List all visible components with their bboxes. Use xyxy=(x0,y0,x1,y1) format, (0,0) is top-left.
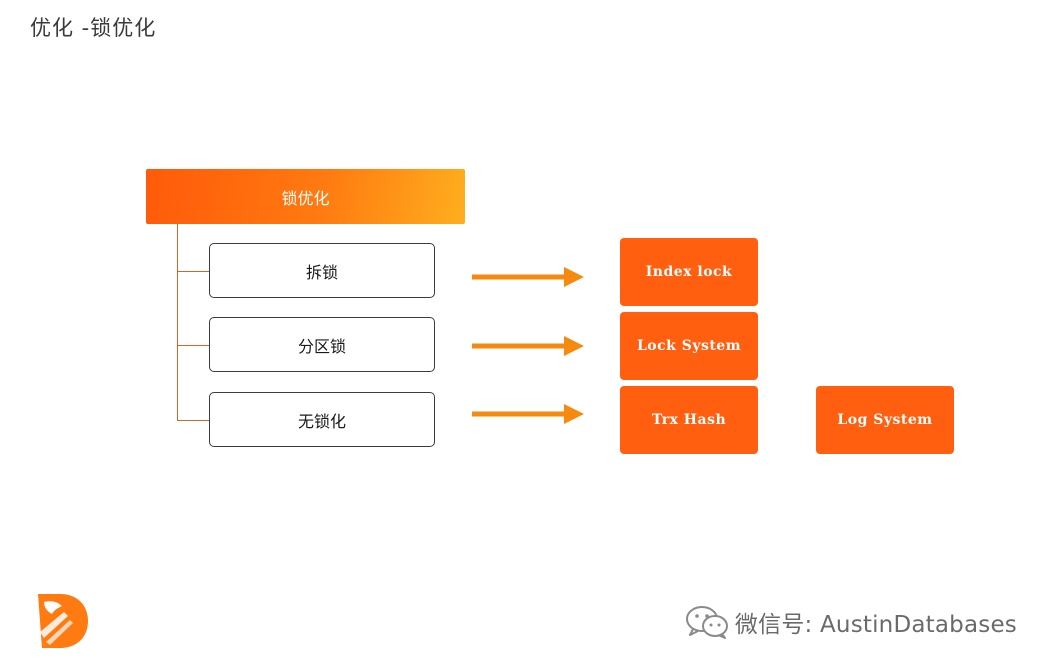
target-label: Log System xyxy=(837,412,933,428)
arrow-icon xyxy=(472,404,584,424)
logo-icon xyxy=(38,594,88,648)
target-index-lock: Index lock xyxy=(620,238,758,306)
arrow-icon xyxy=(472,267,584,287)
child-node-label: 拆锁 xyxy=(305,262,338,282)
child-node-split-lock: 拆锁 xyxy=(209,243,435,298)
target-log-system: Log System xyxy=(816,386,954,454)
child-node-label: 分区锁 xyxy=(297,336,346,356)
tree-connector-vertical xyxy=(177,224,178,420)
child-node-lock-free: 无锁化 xyxy=(209,392,435,447)
child-node-label: 无锁化 xyxy=(297,411,346,431)
target-trx-hash: Trx Hash xyxy=(620,386,758,454)
target-label: Index lock xyxy=(645,264,733,280)
child-node-partition-lock: 分区锁 xyxy=(209,317,435,372)
wechat-icon xyxy=(685,606,728,639)
target-label: Lock System xyxy=(636,338,742,354)
target-lock-system: Lock System xyxy=(620,312,758,380)
wechat-footer: 微信号: AustinDatabases xyxy=(685,605,1017,639)
target-label: Trx Hash xyxy=(651,412,727,428)
page-title: 优化 -锁优化 xyxy=(30,16,157,40)
arrow-icon xyxy=(472,336,584,356)
tree-connector-branch-1 xyxy=(177,271,209,272)
root-node-label: 锁优化 xyxy=(281,188,330,208)
tree-connector-branch-3 xyxy=(177,420,209,421)
tree-connector-branch-2 xyxy=(177,345,209,346)
wechat-id-text: 微信号: AustinDatabases xyxy=(734,612,1017,638)
root-node-lock-optimization: 锁优化 xyxy=(146,169,465,224)
